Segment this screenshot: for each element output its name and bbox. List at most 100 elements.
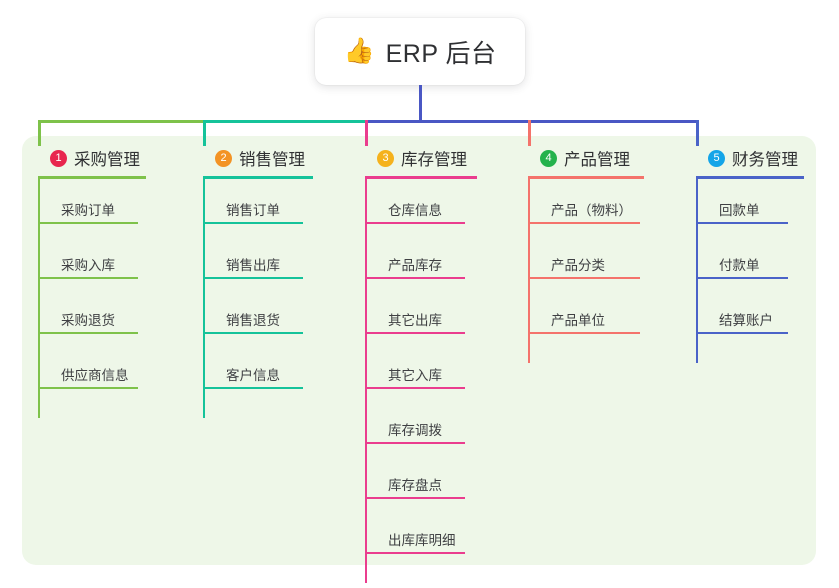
category-spine-3	[365, 176, 367, 583]
leaf-item-rule	[38, 222, 138, 224]
root-node[interactable]: 👍 ERP 后台	[315, 18, 525, 85]
category-header-2[interactable]: 2 销售管理	[203, 146, 305, 170]
leaf-item-rule	[365, 277, 465, 279]
leaf-item-label: 采购退货	[61, 313, 115, 328]
category-column-1: 1 采购管理采购订单采购入库采购退货供应商信息	[38, 146, 146, 418]
leaf-item-label: 销售订单	[226, 203, 280, 218]
category-column-2: 2 销售管理销售订单销售出库销售退货客户信息	[203, 146, 313, 418]
diagram-panel	[22, 136, 816, 565]
leaf-item-label: 付款单	[719, 258, 760, 273]
leaf-item[interactable]: 付款单	[696, 227, 808, 279]
category-rule-4	[528, 176, 644, 179]
leaf-item-rule	[365, 387, 465, 389]
root-node-content: 👍 ERP 后台	[343, 34, 496, 70]
category-badge-5: 5	[708, 149, 725, 167]
leaf-item[interactable]: 回款单	[696, 172, 808, 224]
leaf-item-rule	[528, 332, 640, 334]
leaf-item-rule	[696, 332, 788, 334]
leaf-item-label: 结算账户	[719, 313, 773, 328]
leaf-item[interactable]: 采购订单	[38, 172, 158, 224]
category-rule-5	[696, 176, 804, 179]
category-spine-4	[528, 176, 530, 363]
leaf-item-rule	[365, 442, 465, 444]
leaf-item-rule	[696, 277, 788, 279]
leaf-item-rule	[203, 387, 303, 389]
category-badge-2: 2	[215, 149, 232, 167]
leaf-item[interactable]: 其它入库	[365, 337, 485, 389]
category-title-4: 产品管理	[564, 151, 630, 169]
drop-line-2	[203, 120, 206, 146]
category-header-1[interactable]: 1 采购管理	[38, 146, 140, 170]
leaf-item-label: 供应商信息	[61, 368, 129, 383]
leaf-item[interactable]: 产品库存	[365, 227, 485, 279]
leaf-item[interactable]: 销售出库	[203, 227, 323, 279]
leaf-item-label: 产品（物料）	[551, 203, 632, 218]
leaf-item[interactable]: 库存盘点	[365, 447, 485, 499]
leaf-item-rule	[38, 332, 138, 334]
leaf-item[interactable]: 销售退货	[203, 282, 323, 334]
leaf-item-rule	[203, 332, 303, 334]
leaf-item-label: 仓库信息	[388, 203, 442, 218]
leaf-item[interactable]: 产品（物料）	[528, 172, 660, 224]
leaf-item-label: 其它出库	[388, 313, 442, 328]
leaf-item-label: 其它入库	[388, 368, 442, 383]
leaf-item[interactable]: 销售订单	[203, 172, 323, 224]
drop-line-5	[696, 120, 699, 146]
leaf-item[interactable]: 采购退货	[38, 282, 158, 334]
leaf-item-rule	[365, 222, 465, 224]
leaf-item-rule	[38, 387, 138, 389]
category-badge-4: 4	[540, 149, 557, 167]
category-title-3: 库存管理	[401, 151, 467, 169]
thumbs-up-icon: 👍	[343, 37, 375, 65]
bus-segment-mid	[203, 120, 365, 123]
leaf-item[interactable]: 客户信息	[203, 337, 323, 389]
leaf-item[interactable]: 结算账户	[696, 282, 808, 334]
category-spine-1	[38, 176, 40, 418]
category-title-5: 财务管理	[732, 151, 798, 169]
drop-line-4	[528, 120, 531, 146]
leaf-item-rule	[528, 277, 640, 279]
category-header-5[interactable]: 5 财务管理	[696, 146, 798, 170]
category-header-4[interactable]: 4 产品管理	[528, 146, 630, 170]
leaf-item-label: 采购订单	[61, 203, 115, 218]
category-rule-3	[365, 176, 477, 179]
drop-line-3	[365, 120, 368, 146]
leaf-item-label: 库存调拨	[388, 423, 442, 438]
leaf-item-label: 采购入库	[61, 258, 115, 273]
leaf-item[interactable]: 采购入库	[38, 227, 158, 279]
leaf-item-rule	[38, 277, 138, 279]
leaf-item-label: 客户信息	[226, 368, 280, 383]
leaf-item-label: 产品分类	[551, 258, 605, 273]
leaf-item[interactable]: 产品单位	[528, 282, 660, 334]
leaf-item-rule	[365, 332, 465, 334]
leaf-item-label: 产品单位	[551, 313, 605, 328]
leaf-item[interactable]: 仓库信息	[365, 172, 485, 224]
leaf-item-label: 产品库存	[388, 258, 442, 273]
category-title-2: 销售管理	[239, 151, 305, 169]
leaf-item-rule	[203, 277, 303, 279]
category-title-1: 采购管理	[74, 151, 140, 169]
leaf-item[interactable]: 供应商信息	[38, 337, 158, 389]
leaf-item-label: 出库库明细	[388, 533, 456, 548]
leaf-item-rule	[203, 222, 303, 224]
leaf-item[interactable]: 库存调拨	[365, 392, 485, 444]
leaf-item-label: 库存盘点	[388, 478, 442, 493]
leaf-item-label: 销售出库	[226, 258, 280, 273]
category-badge-1: 1	[50, 149, 67, 167]
leaf-item[interactable]: 产品分类	[528, 227, 660, 279]
category-rule-1	[38, 176, 146, 179]
root-node-title: ERP 后台	[385, 39, 497, 68]
leaf-item[interactable]: 其它出库	[365, 282, 485, 334]
drop-line-1	[38, 120, 41, 146]
leaf-item-rule	[528, 222, 640, 224]
category-column-4: 4 产品管理产品（物料） 产品分类产品单位	[528, 146, 644, 363]
leaf-item-label: 销售退货	[226, 313, 280, 328]
leaf-item[interactable]: 出库库明细	[365, 502, 485, 554]
leaf-item-rule	[365, 497, 465, 499]
root-stem	[419, 85, 422, 123]
leaf-item-rule	[365, 552, 465, 554]
leaf-item-rule	[696, 222, 788, 224]
